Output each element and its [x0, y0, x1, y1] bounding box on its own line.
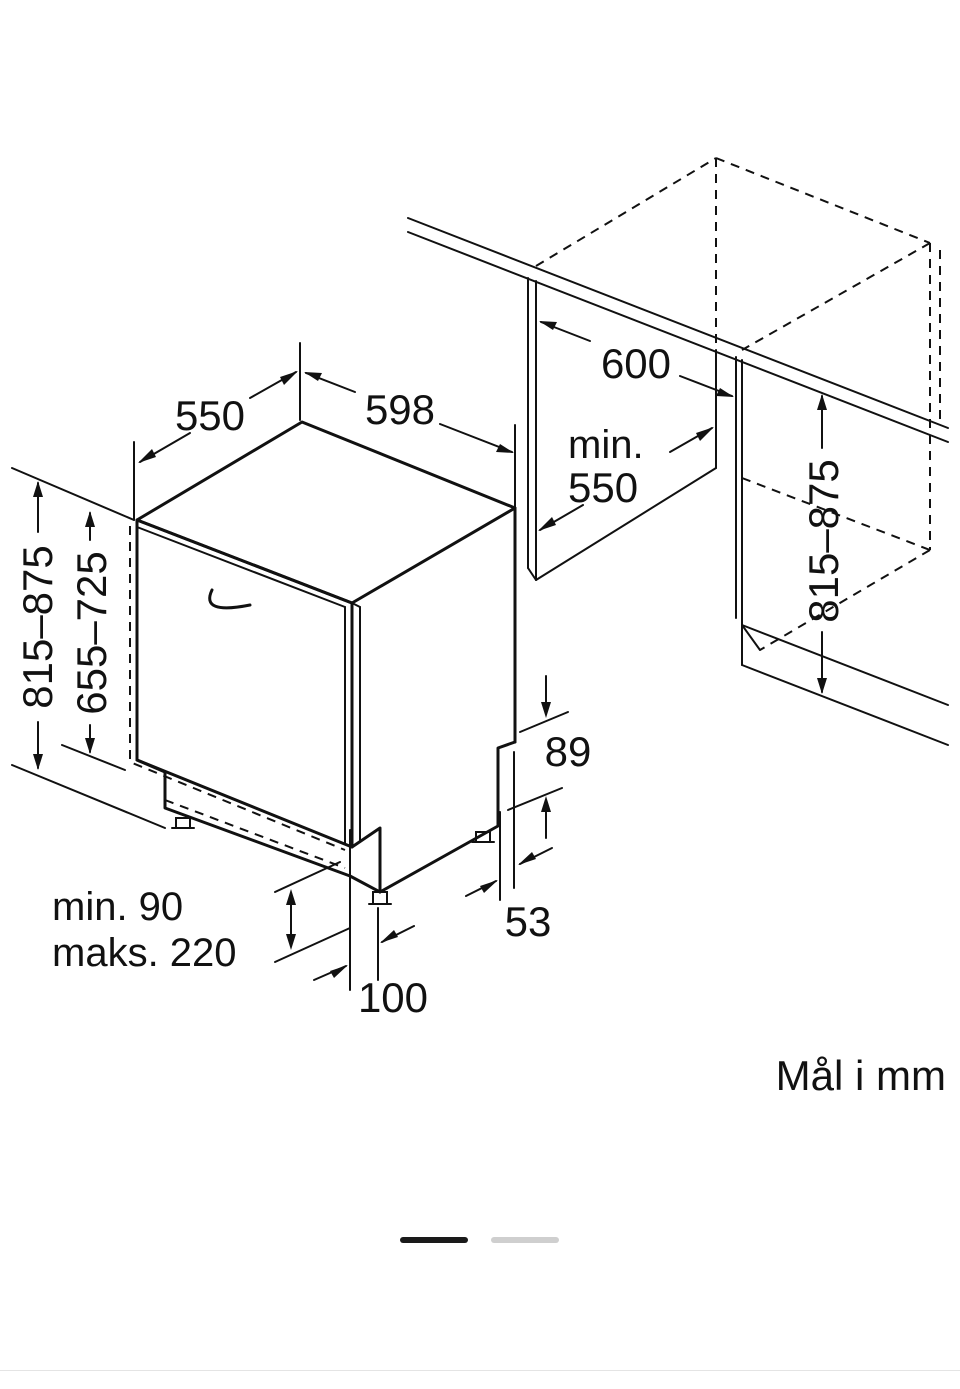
label-niche-depth-min-line1: min. [568, 423, 644, 467]
label-toe-kick: 89 [545, 728, 592, 775]
dimension-lines [11, 321, 827, 991]
image-pager [0, 1237, 960, 1243]
label-door-height: 655–725 [68, 551, 115, 715]
label-niche-depth-min-line2: 550 [568, 464, 638, 511]
bottom-divider [0, 1370, 960, 1371]
door-handle [208, 588, 252, 610]
dishwasher-body [129, 420, 517, 905]
label-plinth-line1: min. 90 [52, 885, 183, 929]
label-niche-width: 600 [601, 340, 671, 387]
installation-niche [407, 157, 949, 746]
label-width-front: 598 [365, 386, 435, 433]
label-height-left: 815–875 [14, 545, 61, 709]
label-plinth-line2: maks. 220 [52, 931, 237, 975]
pager-dot-1[interactable] [400, 1237, 468, 1243]
label-plinth-depth: 100 [358, 974, 428, 1021]
label-width-depth: 550 [175, 392, 245, 439]
units-note: Mål i mm [776, 1052, 946, 1099]
label-foot-offset: 53 [505, 898, 552, 945]
pager-dot-2[interactable] [491, 1237, 559, 1243]
label-niche-height: 815–875 [800, 459, 847, 623]
dimension-labels: 550 598 600 min. 550 815–875 655–725 815… [14, 340, 946, 1099]
dishwasher-feet [171, 817, 495, 905]
